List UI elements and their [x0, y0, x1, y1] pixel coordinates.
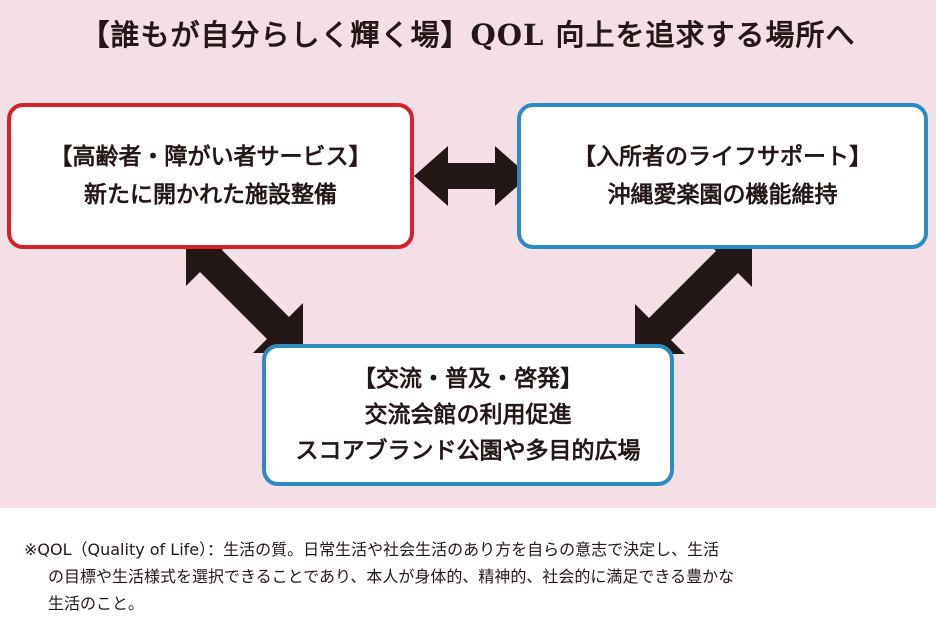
arrows-layer	[186, 146, 752, 354]
footnote-line-2: の目標や生活様式を選択できることであり、本人が身体的、精神的、社会的に満足できる…	[48, 567, 735, 586]
double-arrow-diagonal-right	[635, 237, 752, 354]
footnote-line-3: 生活のこと。	[48, 594, 145, 613]
double-arrow-horizontal	[414, 146, 529, 206]
elderly-services-heading: 【高齢者・障がい者サービス】	[49, 143, 372, 170]
exchange-heading: 【交流・普及・啓発】	[353, 365, 583, 392]
footnote-line-1: ※QOL（Quality of Life）：生活の質。日常生活や社会生活のあり方…	[24, 540, 720, 559]
exchange-box: 【交流・普及・啓発】 交流会館の利用促進 スコアブランド公園や多目的広場	[262, 344, 674, 486]
resident-support-box: 【入所者のライフサポート】 沖縄愛楽園の機能維持	[517, 103, 928, 249]
exchange-text-1: 交流会館の利用促進	[364, 401, 572, 428]
resident-support-text: 沖縄愛楽園の機能維持	[607, 181, 838, 208]
elderly-services-text: 新たに開かれた施設整備	[84, 181, 337, 208]
double-arrow-diagonal-left	[186, 236, 303, 353]
exchange-text-2: スコアブランド公園や多目的広場	[295, 437, 641, 464]
resident-support-heading: 【入所者のライフサポート】	[573, 143, 872, 170]
qol-footnote: ※QOL（Quality of Life）：生活の質。日常生活や社会生活のあり方…	[24, 536, 914, 617]
elderly-services-box: 【高齢者・障がい者サービス】 新たに開かれた施設整備	[7, 103, 414, 249]
diagram-title: 【誰もが自分らしく輝く場】QOL 向上を追求する場所へ	[80, 18, 856, 52]
